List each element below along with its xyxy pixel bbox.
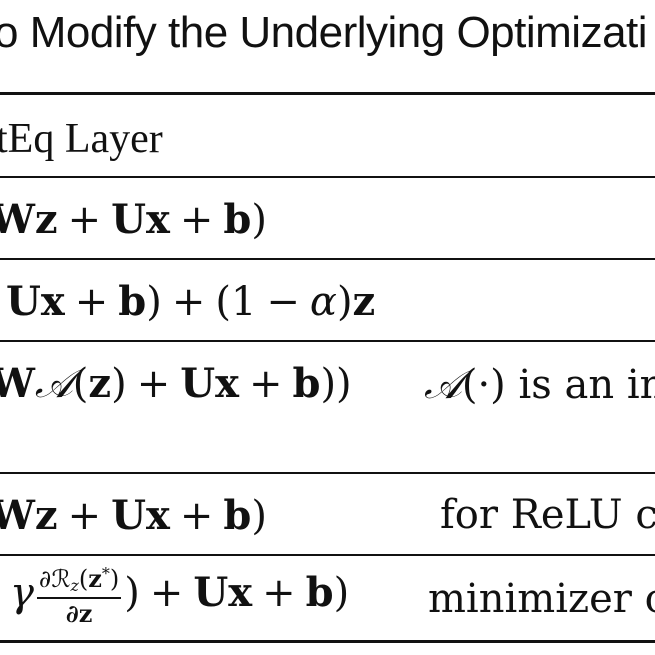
row-4-formula: Wz+Ux+b) bbox=[0, 492, 267, 539]
row-2-formula: Ux+b)+(1−α)z bbox=[6, 278, 376, 325]
row-4-note: for ReLU ca bbox=[440, 492, 655, 538]
row-3-rule bbox=[0, 472, 655, 474]
row-5-formula: γ∂ℛz(z*)∂z)+Ux+b) bbox=[10, 564, 350, 628]
header-cell: tEq Layer bbox=[0, 116, 163, 162]
bottom-rule bbox=[0, 640, 655, 643]
row-3-formula: W𝒜(z)+Ux+b)) bbox=[0, 360, 352, 407]
top-rule bbox=[0, 92, 655, 95]
partial-derivative-fraction: ∂ℛz(z*)∂z bbox=[36, 564, 122, 628]
header-rule bbox=[0, 176, 655, 178]
row-2-rule bbox=[0, 340, 655, 342]
row-3-note: 𝒜(·) is an in bbox=[424, 362, 655, 408]
row-5-note: minimizer o bbox=[428, 576, 655, 622]
row-4-rule bbox=[0, 554, 655, 556]
row-1-formula: Wz+Ux+b) bbox=[0, 196, 267, 243]
table-caption: o Modify the Underlying Optimizati bbox=[0, 8, 648, 57]
row-1-rule bbox=[0, 258, 655, 260]
